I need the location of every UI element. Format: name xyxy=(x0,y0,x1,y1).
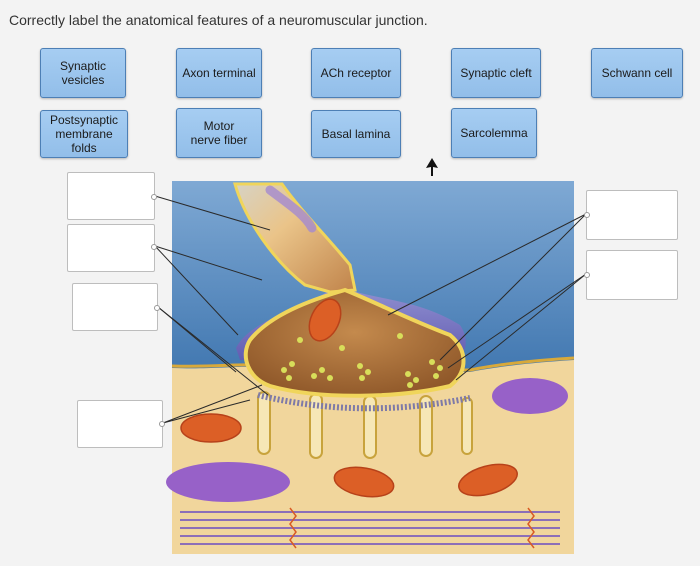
label-axon-terminal[interactable]: Axon terminal xyxy=(176,48,262,98)
drop-target-1[interactable] xyxy=(67,172,157,220)
leader-lines xyxy=(154,195,587,424)
label-synaptic-vesicles[interactable]: Synaptic vesicles xyxy=(40,48,126,98)
diagram-image xyxy=(166,181,575,554)
label-motor-nerve-fiber[interactable]: Motor nerve fiber xyxy=(176,108,262,158)
drop-target-2[interactable] xyxy=(67,224,157,272)
drop-target-6[interactable] xyxy=(584,250,678,300)
drop-target-4[interactable] xyxy=(77,400,165,448)
synaptic-vesicles xyxy=(281,333,443,388)
nucleus xyxy=(492,378,568,414)
label-schwann-cell[interactable]: Schwann cell xyxy=(591,48,683,98)
drop-target-5[interactable] xyxy=(584,190,678,240)
question-prompt: Correctly label the anatomical features … xyxy=(9,12,428,28)
nucleus xyxy=(166,462,290,502)
label-synaptic-cleft[interactable]: Synaptic cleft xyxy=(451,48,541,98)
label-sarcolemma[interactable]: Sarcolemma xyxy=(451,108,537,158)
label-postsynaptic-membrane-folds[interactable]: Postsynaptic membrane folds xyxy=(40,110,128,158)
mouse-cursor-icon xyxy=(426,158,438,176)
mitochondria xyxy=(180,298,518,498)
label-basal-lamina[interactable]: Basal lamina xyxy=(311,110,401,158)
myofibrils xyxy=(180,511,560,545)
axon-terminal xyxy=(243,287,466,398)
ach-receptors xyxy=(257,392,471,412)
drop-target-3[interactable] xyxy=(72,283,160,331)
postsynaptic-folds xyxy=(257,391,473,459)
label-ach-receptor[interactable]: ACh receptor xyxy=(311,48,401,98)
